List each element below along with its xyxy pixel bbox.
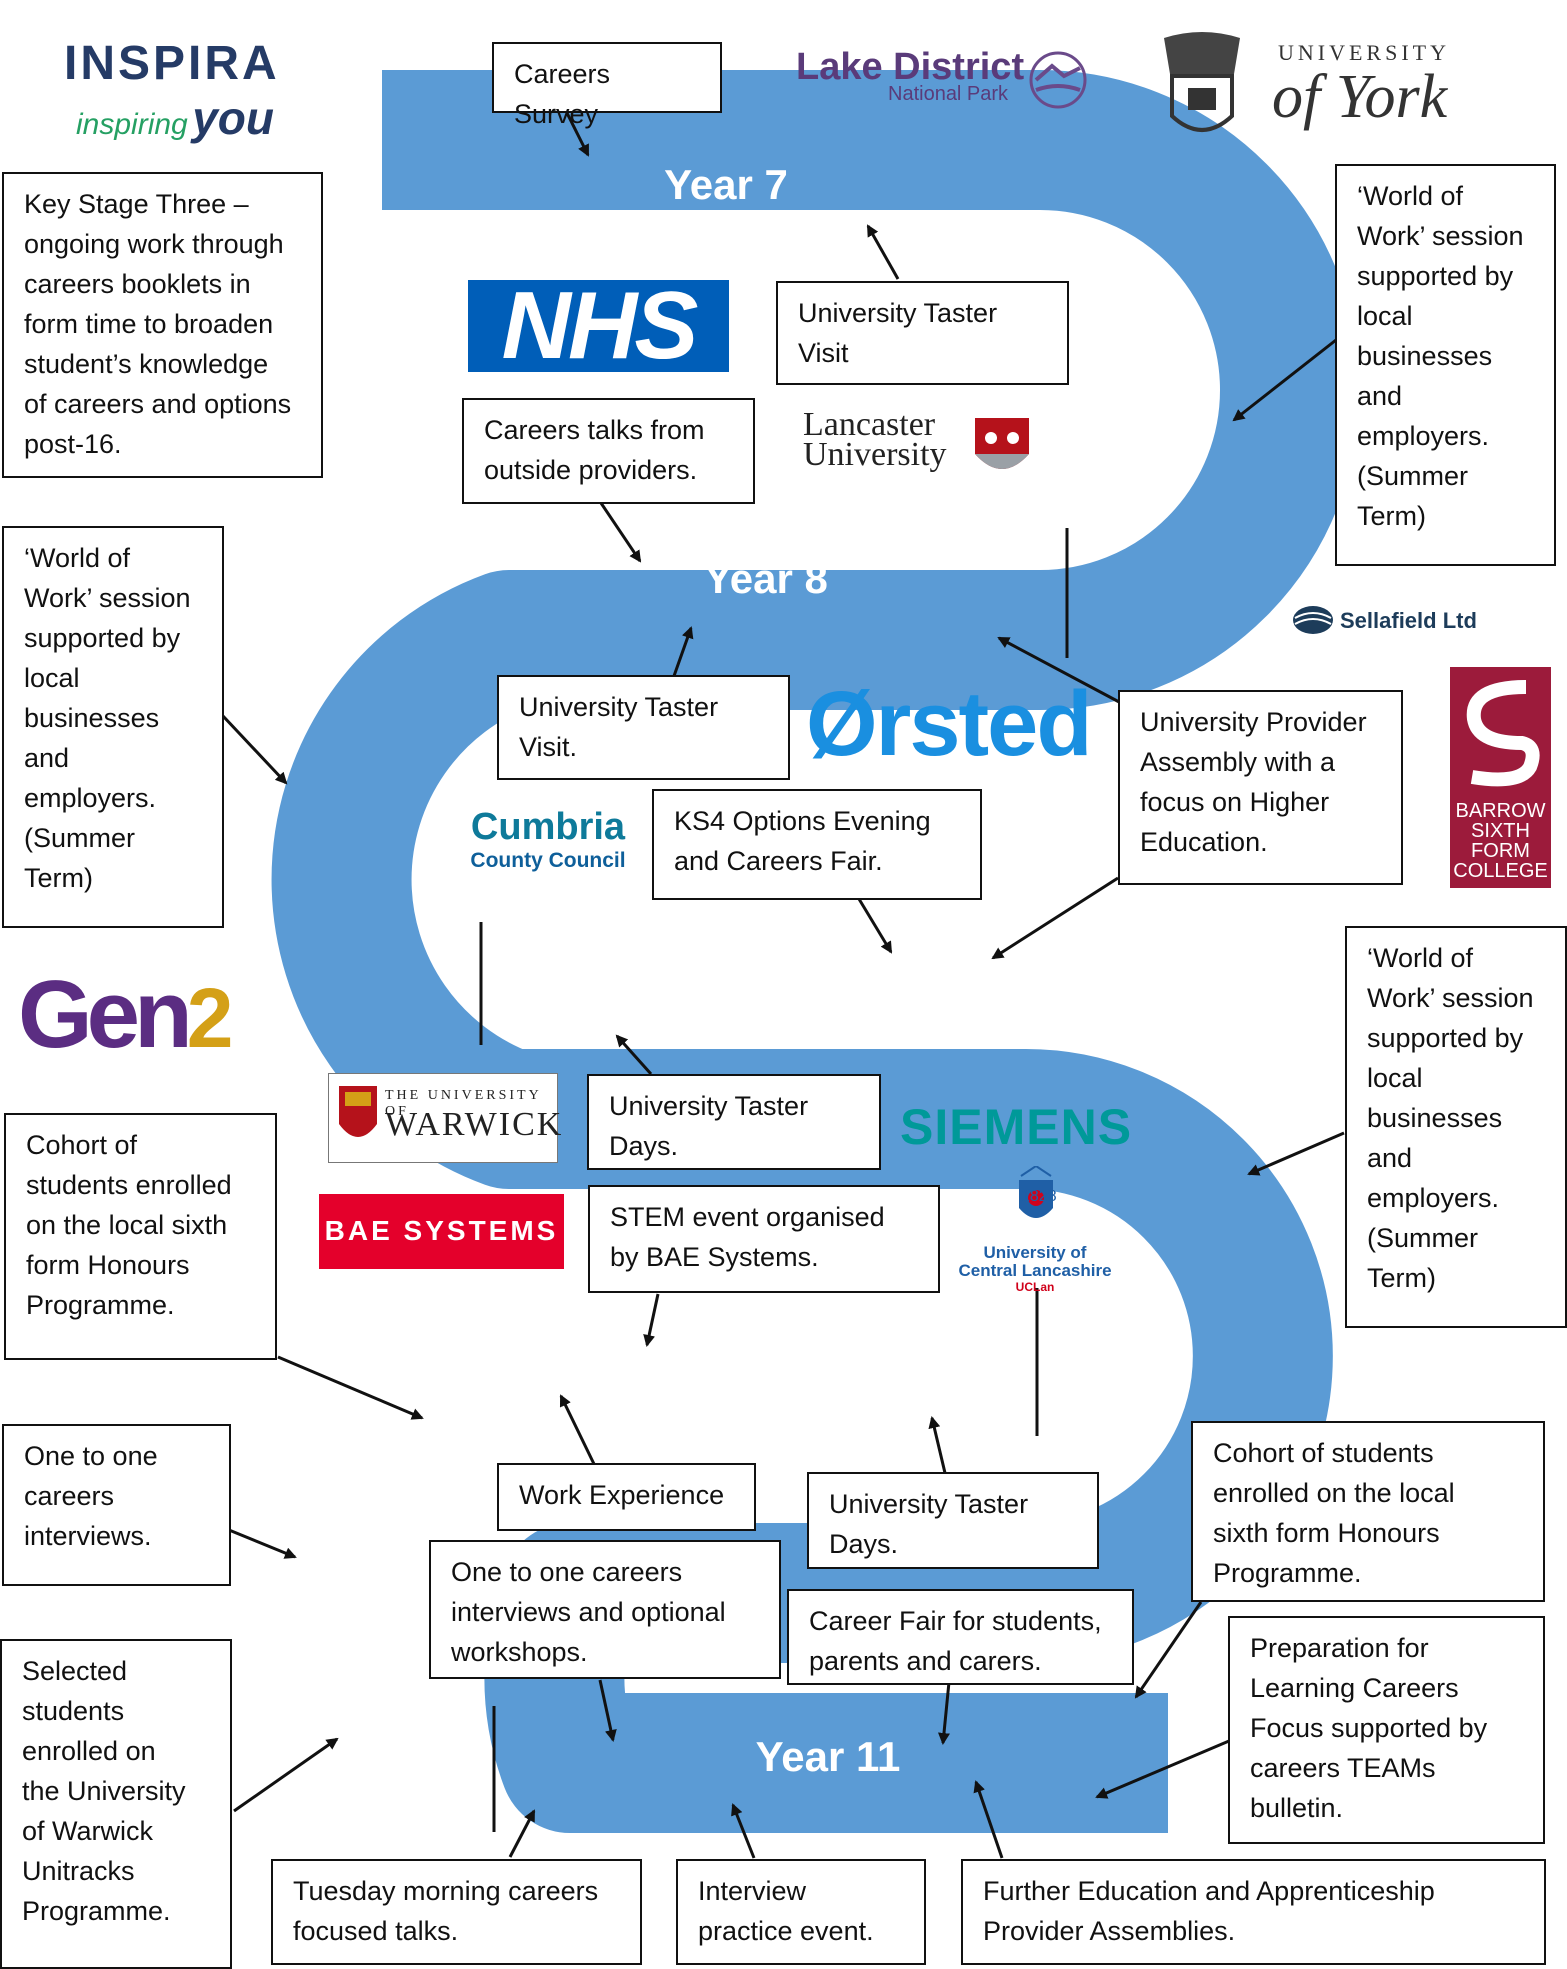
year-8-label: Year 8 bbox=[704, 555, 828, 602]
year-9-label: Year 9 bbox=[695, 946, 819, 993]
sellafield-swoosh-icon bbox=[1293, 606, 1333, 634]
y8-university-taster-visit-box: University Taster Visit. bbox=[497, 675, 790, 780]
preparation-box: Preparation for Learning Careers Focus s… bbox=[1228, 1616, 1545, 1844]
interview-practice-box: Interview practice event. bbox=[676, 1859, 926, 1965]
cumbria-county-council-logo: Cumbria County Council bbox=[470, 806, 626, 872]
cohort-right-box: Cohort of students enrolled on the local… bbox=[1191, 1421, 1545, 1602]
year-11-label: Year 11 bbox=[755, 1733, 901, 1780]
world-of-work-left-box: ‘World of Work’ session supported by loc… bbox=[2, 526, 224, 928]
barrow-sixth-form-college-logo: BARROW SIXTH FORM COLLEGE bbox=[1450, 667, 1551, 888]
world-of-work-right-1-box: ‘World of Work’ session supported by loc… bbox=[1335, 164, 1556, 566]
connector-arrows bbox=[221, 110, 1345, 1859]
university-of-york-logo: UNIVERSITY of York bbox=[1148, 30, 1468, 150]
year-10-label: Year 10 bbox=[703, 1340, 851, 1387]
cohort-left-box: Cohort of students enrolled on the local… bbox=[4, 1113, 277, 1360]
road-band bbox=[271, 70, 1360, 1833]
lake-district-mark-icon bbox=[1029, 51, 1087, 109]
orsted-logo: Ørsted bbox=[806, 673, 1093, 775]
lancaster-shield-icon bbox=[975, 418, 1029, 469]
y10-university-taster-days-box: University Taster Days. bbox=[807, 1472, 1099, 1569]
one-to-one-workshops-box: One to one careers interviews and option… bbox=[429, 1540, 781, 1679]
one-to-one-left-box: One to one careers interviews. bbox=[2, 1424, 231, 1586]
lake-district-logo: Lake District National Park bbox=[796, 46, 1096, 116]
world-of-work-right-2-box: ‘World of Work’ session supported by loc… bbox=[1345, 926, 1567, 1328]
stem-event-box: STEM event organised by BAE Systems. bbox=[588, 1185, 940, 1293]
warwick-crest-icon bbox=[339, 1086, 377, 1137]
tuesday-talks-box: Tuesday morning careers focused talks. bbox=[271, 1859, 642, 1965]
careers-talks-box: Careers talks from outside providers. bbox=[462, 398, 755, 504]
ks4-options-evening-box: KS4 Options Evening and Careers Fair. bbox=[652, 789, 982, 900]
y7-university-taster-visit-box: University Taster Visit bbox=[776, 281, 1069, 385]
key-stage-three-box: Key Stage Three – ongoing work through c… bbox=[2, 172, 323, 478]
y9-university-taster-days-box: University Taster Days. bbox=[587, 1074, 881, 1170]
university-of-warwick-logo: THE UNIVERSITY OF WARWICK bbox=[328, 1073, 561, 1163]
fe-apprenticeship-box: Further Education and Apprenticeship Pro… bbox=[961, 1859, 1546, 1965]
road-dividers bbox=[479, 528, 1069, 1832]
warwick-unitracks-box: Selected students enrolled on the Univer… bbox=[0, 1639, 232, 1969]
barrow-s-mark-icon bbox=[1466, 680, 1540, 787]
lancaster-university-logo: Lancaster University bbox=[803, 408, 1035, 490]
bae-systems-logo: BAE SYSTEMS bbox=[319, 1194, 564, 1269]
gen2-logo: Gen2 bbox=[18, 961, 233, 1068]
career-fair-box: Career Fair for students, parents and ca… bbox=[787, 1589, 1134, 1685]
sellafield-logo: Sellafield Ltd bbox=[1292, 604, 1510, 640]
inspira-logo: INSPIRA inspiring you bbox=[64, 37, 280, 144]
uclan-logo: 1828 University of Central Lancashire UC… bbox=[955, 1166, 1115, 1296]
university-provider-assembly-box: University Provider Assembly with a focu… bbox=[1118, 690, 1403, 885]
year-7-label: Year 7 bbox=[664, 161, 788, 208]
work-experience-box: Work Experience bbox=[497, 1463, 756, 1531]
siemens-logo: SIEMENS bbox=[900, 1099, 1133, 1155]
nhs-logo: NHS bbox=[468, 278, 729, 374]
uclan-crest-icon bbox=[1019, 1166, 1053, 1218]
york-crest-icon bbox=[1164, 32, 1240, 132]
careers-survey-box: Careers Survey bbox=[492, 42, 722, 129]
